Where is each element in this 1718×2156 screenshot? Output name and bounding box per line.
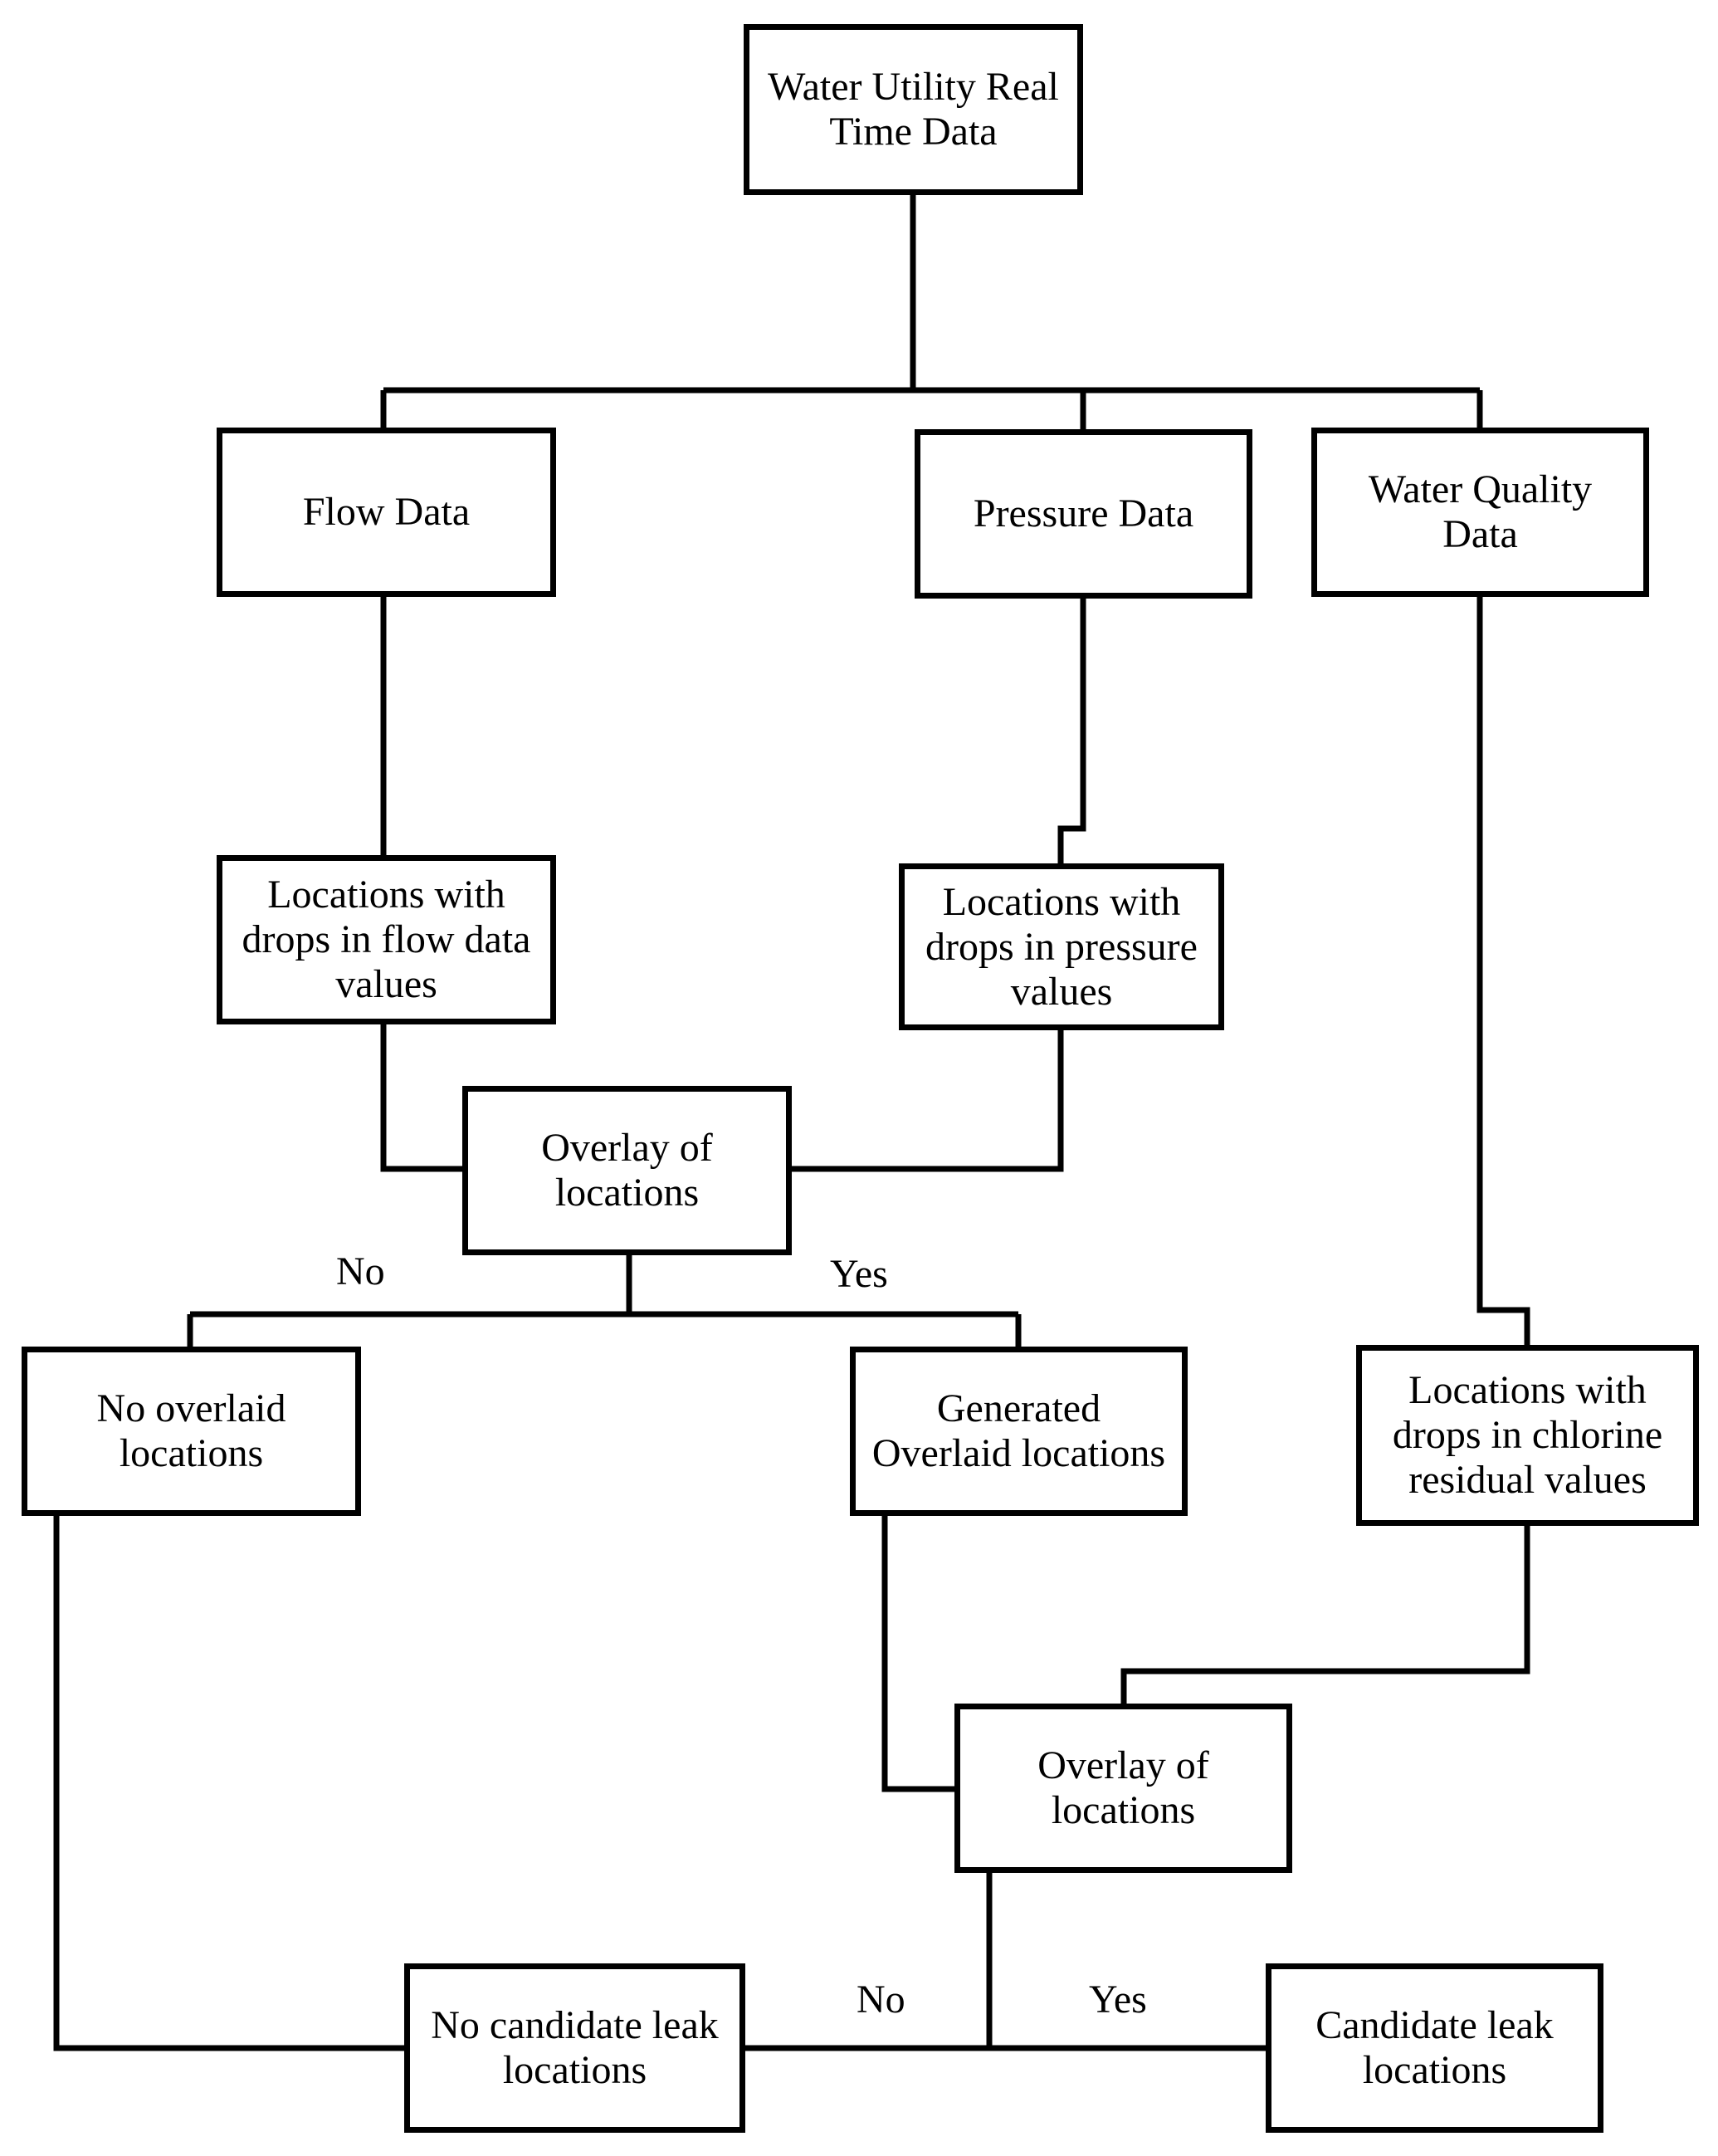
connector-pressure-to-drops <box>1057 599 1086 863</box>
connector-generated-to-overlay2 <box>881 1516 957 1792</box>
node-pressure-drop-locations: Locations with drops in pressure values <box>899 863 1224 1030</box>
node-overlay-of-locations-2: Overlay of locations <box>954 1704 1292 1873</box>
label-yes-2: Yes <box>1089 1978 1147 2022</box>
node-no-overlaid-locations: No overlaid locations <box>22 1347 361 1516</box>
label-no-1: No <box>336 1249 385 1293</box>
node-no-candidate-leak-locations: No candidate leak locations <box>404 1963 745 2133</box>
node-pressure-data: Pressure Data <box>915 429 1252 599</box>
node-chlorine-drop-locations: Locations with drops in chlorine residua… <box>1356 1345 1699 1526</box>
label-no-2: No <box>857 1978 905 2022</box>
connector-quality-to-chlorine <box>1476 597 1530 1345</box>
connector-pressuredrops-to-overlay1 <box>789 1030 1064 1172</box>
node-flow-drop-locations: Locations with drops in flow data values <box>217 855 556 1024</box>
node-overlay-of-locations-1: Overlay of locations <box>462 1086 792 1255</box>
node-candidate-leak-locations: Candidate leak locations <box>1266 1963 1603 2133</box>
node-flow-data: Flow Data <box>217 428 556 597</box>
node-water-quality-data: Water Quality Data <box>1311 428 1649 597</box>
node-generated-overlaid-locations: Generated Overlaid locations <box>850 1347 1188 1516</box>
connector-no-overlaid-to-no-candidate <box>53 1516 407 2051</box>
connector-flowdrops-to-overlay1 <box>380 1024 465 1172</box>
connector-chlorine-to-overlay2 <box>1120 1526 1530 1706</box>
node-water-utility-real-time-data: Water Utility Real Time Data <box>744 24 1083 195</box>
label-yes-1: Yes <box>830 1252 888 1296</box>
